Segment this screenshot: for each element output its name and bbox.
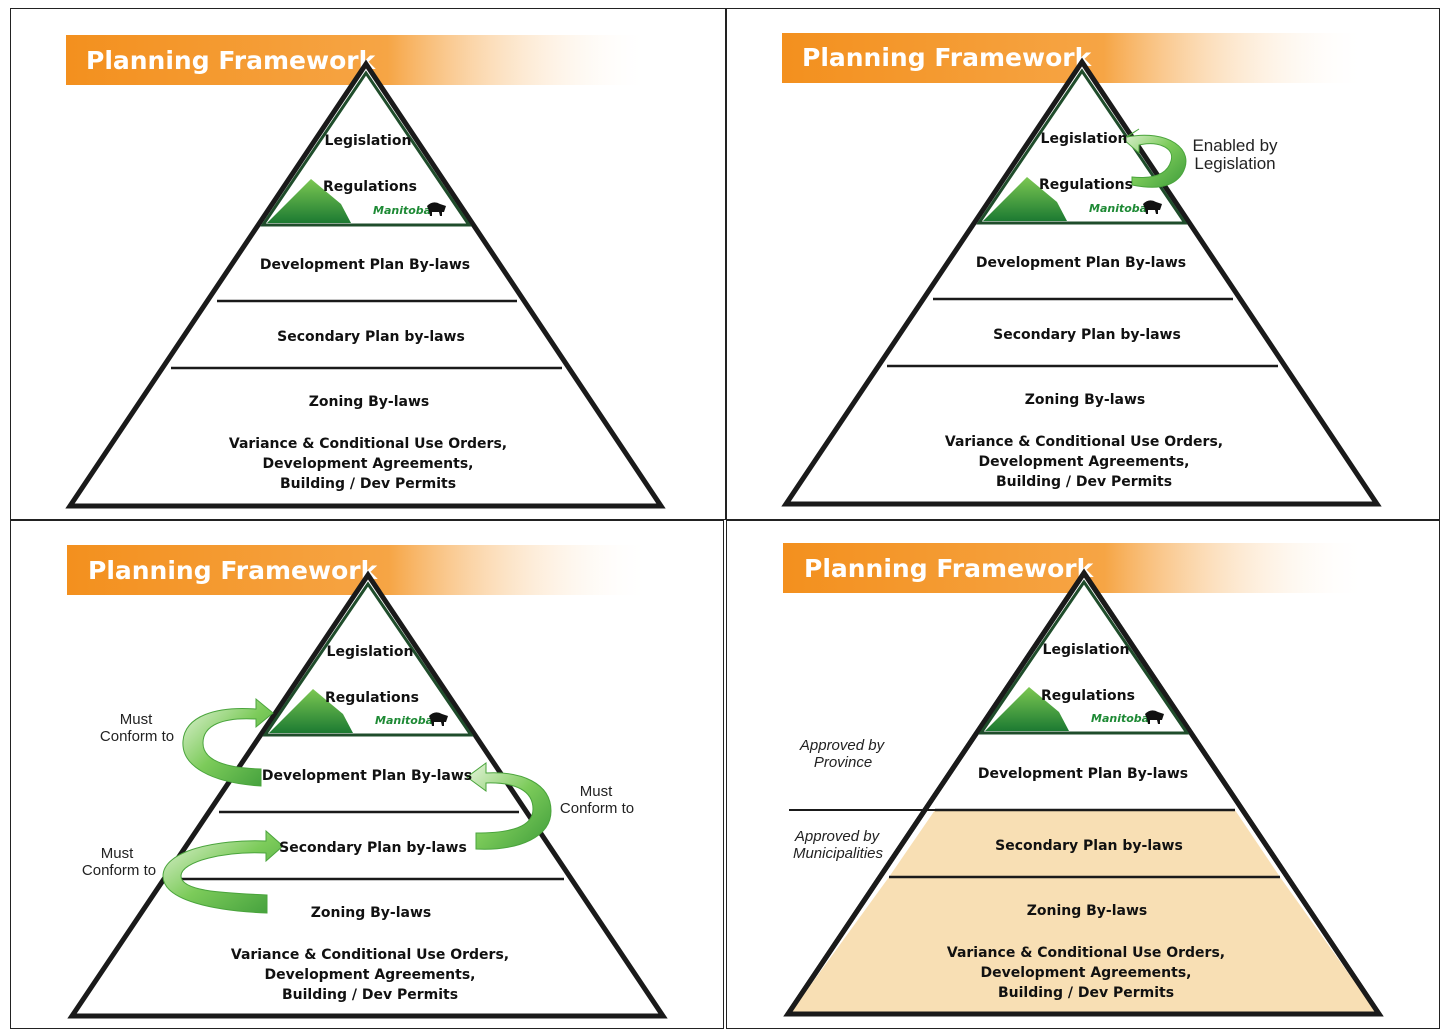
banner-title: Planning Framework	[88, 556, 379, 585]
approval-municipalities-line: Approved by	[794, 828, 881, 845]
tier-development-plan: Development Plan By-laws	[976, 255, 1186, 271]
approval-province-line: Approved by	[799, 737, 886, 754]
municipal-tier-fill	[791, 877, 1376, 1012]
tier-regulations: Regulations	[323, 179, 417, 195]
tier-legislation: Legislation	[1041, 131, 1128, 147]
tier-base-line: Variance & Conditional Use Orders,	[945, 434, 1223, 450]
manitoba-logo: Manitoba	[373, 204, 431, 217]
bison-icon	[1145, 710, 1164, 724]
tier-legislation: Legislation	[325, 133, 412, 149]
tier-base-line: Development Agreements,	[263, 456, 474, 472]
tier-development-plan: Development Plan By-laws	[262, 768, 472, 784]
banner-title: Planning Framework	[804, 554, 1095, 583]
pyramid	[783, 568, 1384, 1017]
mountain-graphic	[267, 179, 351, 223]
municipal-tier-fill	[889, 810, 1280, 877]
tier-secondary-plan: Secondary Plan by-laws	[279, 840, 467, 856]
tier-zoning: Zoning By-laws	[311, 905, 432, 921]
tier-base-line: Building / Dev Permits	[998, 985, 1174, 1001]
tier-regulations: Regulations	[1041, 688, 1135, 704]
title-banner: Planning Framework	[67, 545, 652, 595]
tier-base-line: Development Agreements,	[981, 965, 1192, 981]
tier-base-line: Variance & Conditional Use Orders,	[229, 436, 507, 452]
tier-secondary-plan: Secondary Plan by-laws	[993, 327, 1181, 343]
tier-base-line: Variance & Conditional Use Orders,	[231, 947, 509, 963]
banner-title: Planning Framework	[802, 43, 1093, 72]
tier-zoning: Zoning By-laws	[1025, 392, 1146, 408]
bison-icon	[427, 202, 446, 216]
tier-secondary-plan: Secondary Plan by-laws	[995, 838, 1183, 854]
tier-development-plan: Development Plan By-laws	[260, 257, 470, 273]
panel-must-conform: Planning Framework Must Conform to Must …	[10, 520, 724, 1029]
pyramid	[65, 59, 666, 509]
tier-base-line: Variance & Conditional Use Orders,	[947, 945, 1225, 961]
conform-arrow-left-top	[182, 697, 274, 787]
banner-title: Planning Framework	[86, 46, 377, 75]
manitoba-logo: Manitoba	[1089, 202, 1147, 215]
mountain-graphic	[985, 687, 1069, 731]
mountain-graphic	[269, 689, 353, 733]
tier-base-line: Building / Dev Permits	[282, 987, 458, 1003]
mountain-graphic	[983, 177, 1067, 221]
tier-zoning: Zoning By-laws	[309, 394, 430, 410]
tier-regulations: Regulations	[325, 690, 419, 706]
tier-development-plan: Development Plan By-laws	[978, 766, 1188, 782]
enabled-arrow	[1122, 128, 1187, 188]
annotation-enabled-line: Legislation	[1194, 154, 1275, 173]
tier-base-line: Building / Dev Permits	[280, 476, 456, 492]
conform-arrow-left-bottom	[162, 829, 284, 914]
approval-province-line: Province	[814, 754, 872, 771]
bison-icon	[429, 712, 448, 726]
bison-icon	[1143, 200, 1162, 214]
manitoba-logo: Manitoba	[375, 714, 433, 727]
conform-label-line: Conform to	[100, 728, 174, 745]
panel-approvals: Planning Framework Approved by Province …	[726, 520, 1440, 1029]
conform-label-line: Must	[120, 711, 153, 728]
tier-zoning: Zoning By-laws	[1027, 903, 1148, 919]
conform-label-line: Conform to	[82, 862, 156, 879]
tier-regulations: Regulations	[1039, 177, 1133, 193]
conform-arrow-right	[466, 762, 552, 850]
tier-legislation: Legislation	[1043, 642, 1130, 658]
tier-legislation: Legislation	[327, 644, 414, 660]
manitoba-logo: Manitoba	[1091, 712, 1149, 725]
annotation-enabled-line: Enabled by	[1192, 136, 1278, 155]
conform-label-line: Must	[101, 845, 134, 862]
conform-label-line: Conform to	[560, 800, 634, 817]
conform-label-line: Must	[580, 783, 613, 800]
tier-base-line: Development Agreements,	[979, 454, 1190, 470]
approval-municipalities-line: Municipalities	[793, 845, 884, 862]
panel-enabled-by-legislation: Planning Framework Enabled by Legislatio…	[726, 8, 1440, 520]
tier-secondary-plan: Secondary Plan by-laws	[277, 329, 465, 345]
panel-basic: Planning Framework Legislation Regulatio…	[10, 8, 726, 520]
tier-base-line: Development Agreements,	[265, 967, 476, 983]
tier-base-line: Building / Dev Permits	[996, 474, 1172, 490]
